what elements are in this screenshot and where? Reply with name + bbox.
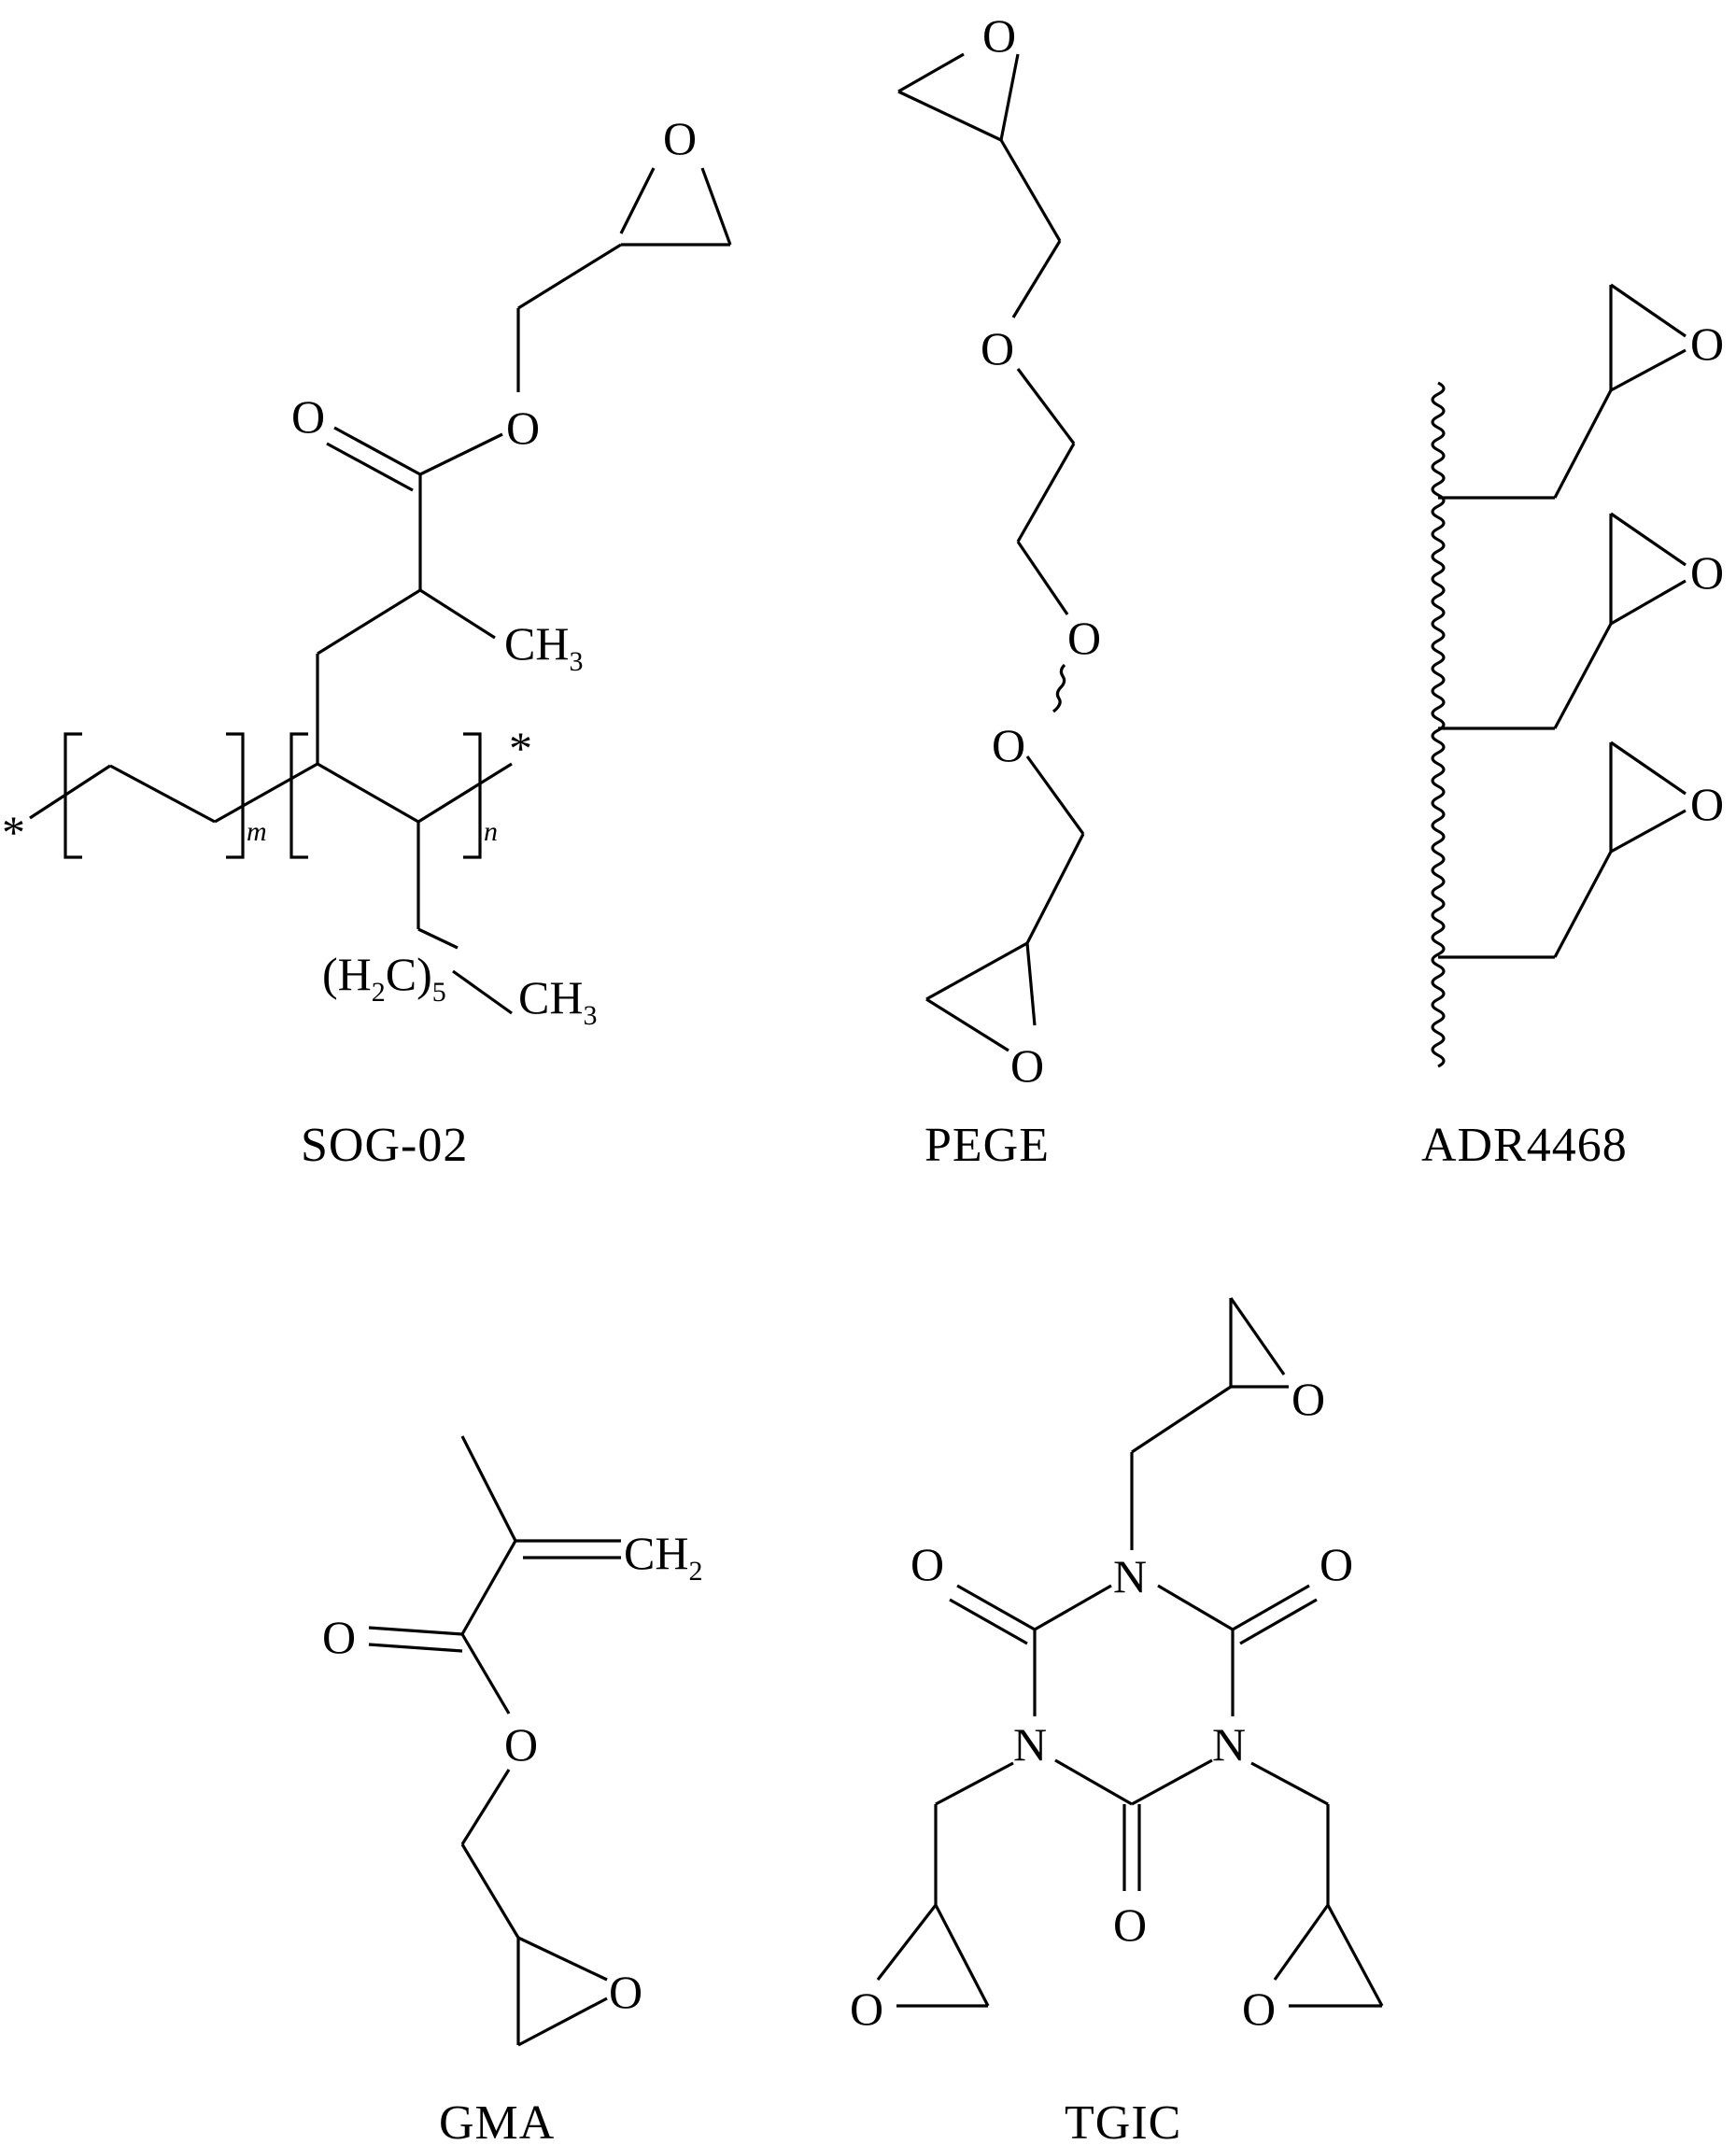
atom-o-gma-carbonyl: O: [322, 1611, 356, 1663]
label-tgic: TGIC: [1065, 2096, 1181, 2145]
wavy-backbone: [1431, 381, 1446, 1068]
label-pege: PEGE: [924, 1119, 1050, 1172]
atom-o-epoxide-bottom: O: [1010, 1039, 1044, 1092]
atom-ch2: CH2: [624, 1527, 702, 1587]
repeat-m: m: [247, 816, 267, 847]
atom-n-right: N: [1212, 1718, 1246, 1771]
atom-h2c: (H2C)5: [322, 948, 446, 1008]
atom-o-gma-epoxide: O: [609, 1966, 642, 2018]
atom-o-tgic-left-epoxide: O: [850, 1983, 883, 2035]
atom-o-tgic-bottom: O: [1113, 1898, 1147, 1951]
label-gma: GMA: [439, 2096, 555, 2145]
repeat-n: n: [484, 816, 498, 847]
atom-ch3-bottom: CH3: [518, 971, 597, 1031]
atom-o-adr-3: O: [1690, 778, 1724, 830]
end-star-left: *: [2, 806, 25, 858]
atom-ch3-top: CH3: [504, 617, 583, 677]
atom-o-tgic-left: O: [910, 1538, 944, 1590]
atom-o-adr-2: O: [1690, 546, 1724, 599]
atom-n-left: N: [1013, 1718, 1047, 1771]
label-adr4468: ADR4468: [1421, 1119, 1628, 1172]
wavy-linker: [1051, 663, 1066, 713]
structure-tgic: O N N N O O O O O TGIC: [850, 1297, 1384, 2145]
structure-pege: O O O O O PEGE: [897, 9, 1101, 1172]
atom-o-carbonyl: O: [291, 390, 325, 443]
atom-o-epoxide: O: [663, 112, 697, 164]
structure-gma: CH2 O O O GMA: [322, 1435, 702, 2145]
atom-o-tgic-right: O: [1320, 1538, 1353, 1590]
atom-o-gma-ester: O: [504, 1718, 538, 1771]
atom-o-adr-1: O: [1690, 318, 1724, 370]
atom-o-ester: O: [506, 402, 540, 454]
atom-n-top: N: [1113, 1550, 1147, 1602]
atom-o-ether-2: O: [1067, 612, 1101, 664]
atom-o-tgic-top: O: [1291, 1373, 1325, 1425]
end-star-right: *: [509, 722, 532, 774]
atom-o-epoxide-top: O: [982, 9, 1016, 62]
structure-adr4468: O O O ADR4468: [1421, 283, 1724, 1172]
label-sog02: SOG-02: [301, 1119, 468, 1172]
atom-o-tgic-right-epoxide: O: [1242, 1983, 1276, 2035]
atom-o-ether-3: O: [992, 719, 1025, 771]
structure-sog02: O O O CH3 * * m n (H2C)5: [2, 112, 732, 1172]
atom-o-ether-1: O: [981, 322, 1014, 374]
